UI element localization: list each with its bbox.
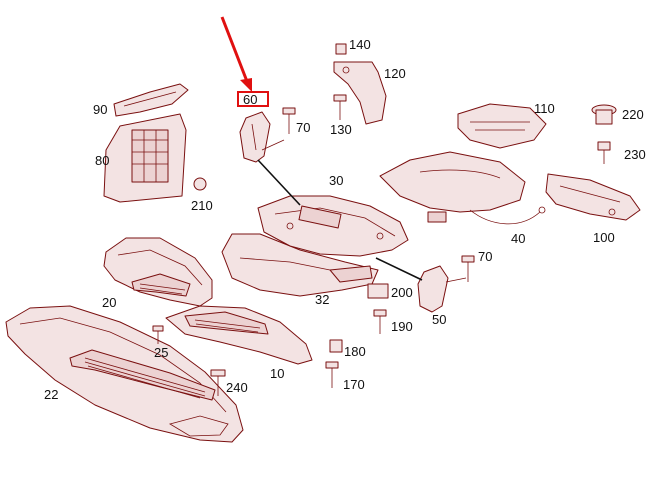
label-30: 30: [329, 173, 343, 188]
label-60: 60: [243, 92, 257, 107]
part-20-shape: [103, 237, 213, 307]
fasteners: [152, 43, 617, 396]
part-22-shape: [5, 305, 244, 443]
label-32: 32: [315, 292, 329, 307]
part-70-upper-shape: [282, 107, 296, 134]
label-130: 130: [330, 122, 352, 137]
part-110-shape: [457, 103, 547, 149]
label-180: 180: [344, 344, 366, 359]
label-10: 10: [270, 366, 284, 381]
label-140: 140: [349, 37, 371, 52]
part-230-shape: [597, 141, 611, 164]
part-25-shape: [152, 325, 164, 344]
part-32-shape: [221, 233, 379, 297]
part-50-shape: [375, 257, 467, 313]
part-140-shape: [335, 43, 347, 55]
label-220: 220: [622, 107, 644, 122]
part-90-shape: [113, 83, 189, 117]
label-170: 170: [343, 377, 365, 392]
part-130-shape: [333, 94, 347, 120]
label-70-lower: 70: [478, 249, 492, 264]
label-80: 80: [95, 153, 109, 168]
part-180-shape: [329, 339, 343, 353]
part-10-shape: [165, 305, 313, 365]
label-100: 100: [593, 230, 615, 245]
label-25: 25: [154, 345, 168, 360]
highlight-box: [237, 91, 269, 107]
label-70-upper: 70: [296, 120, 310, 135]
part-30-shape: [257, 195, 409, 257]
part-200-shape: [367, 283, 389, 299]
label-190: 190: [391, 319, 413, 334]
label-210: 210: [191, 198, 213, 213]
part-60-shape: [239, 111, 301, 206]
part-70-lower-shape: [461, 255, 475, 282]
part-240-shape: [210, 369, 226, 396]
part-100-shape: [545, 173, 641, 221]
part-120-shape: [333, 61, 387, 125]
label-120: 120: [384, 66, 406, 81]
label-40: 40: [511, 231, 525, 246]
label-200: 200: [391, 285, 413, 300]
part-220-shape: [591, 104, 617, 125]
label-22: 22: [44, 387, 58, 402]
label-50: 50: [432, 312, 446, 327]
part-170-shape: [325, 361, 339, 388]
part-labels: 60 140 120 90 70 130 110 220 230 80 30 2…: [44, 37, 646, 402]
label-230: 230: [624, 147, 646, 162]
part-210-shape: [193, 177, 207, 191]
label-90: 90: [93, 102, 107, 117]
highlight-arrow: [220, 16, 252, 92]
label-20: 20: [102, 295, 116, 310]
part-80-shape: [103, 113, 187, 203]
part-40-shape: [379, 151, 546, 225]
part-190-shape: [373, 309, 387, 334]
label-240: 240: [226, 380, 248, 395]
label-110: 110: [534, 101, 555, 116]
